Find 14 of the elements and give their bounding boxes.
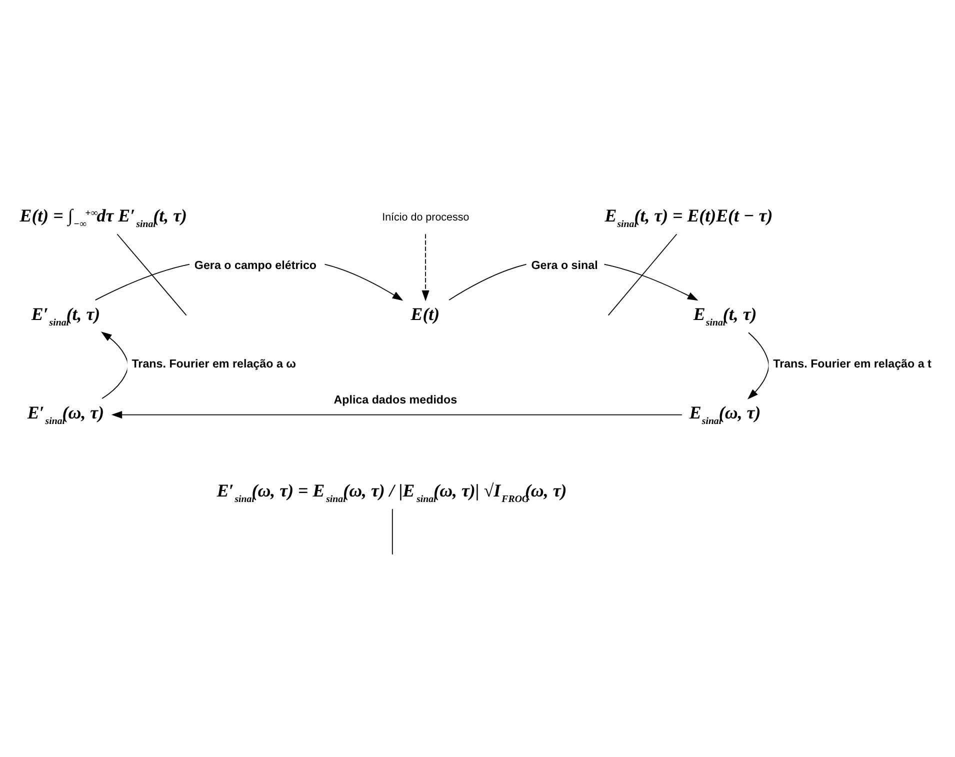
node-text: Início do processo [382, 211, 470, 224]
arrow [111, 411, 682, 419]
edge-label: Gera o sinal [531, 259, 598, 272]
edge-label: Aplica dados medidos [334, 393, 458, 406]
connector [608, 234, 678, 316]
edge-label: Trans. Fourier em relação a t [773, 358, 932, 371]
arrow [748, 332, 770, 400]
connector [392, 508, 393, 555]
connector [116, 234, 187, 316]
node-text: E(t) [410, 304, 440, 324]
arrow [101, 332, 128, 399]
edge-label: Trans. Fourier em relação a ω [132, 358, 296, 371]
arrow [422, 234, 430, 302]
edge-label: Gera o campo elétrico [194, 259, 317, 272]
